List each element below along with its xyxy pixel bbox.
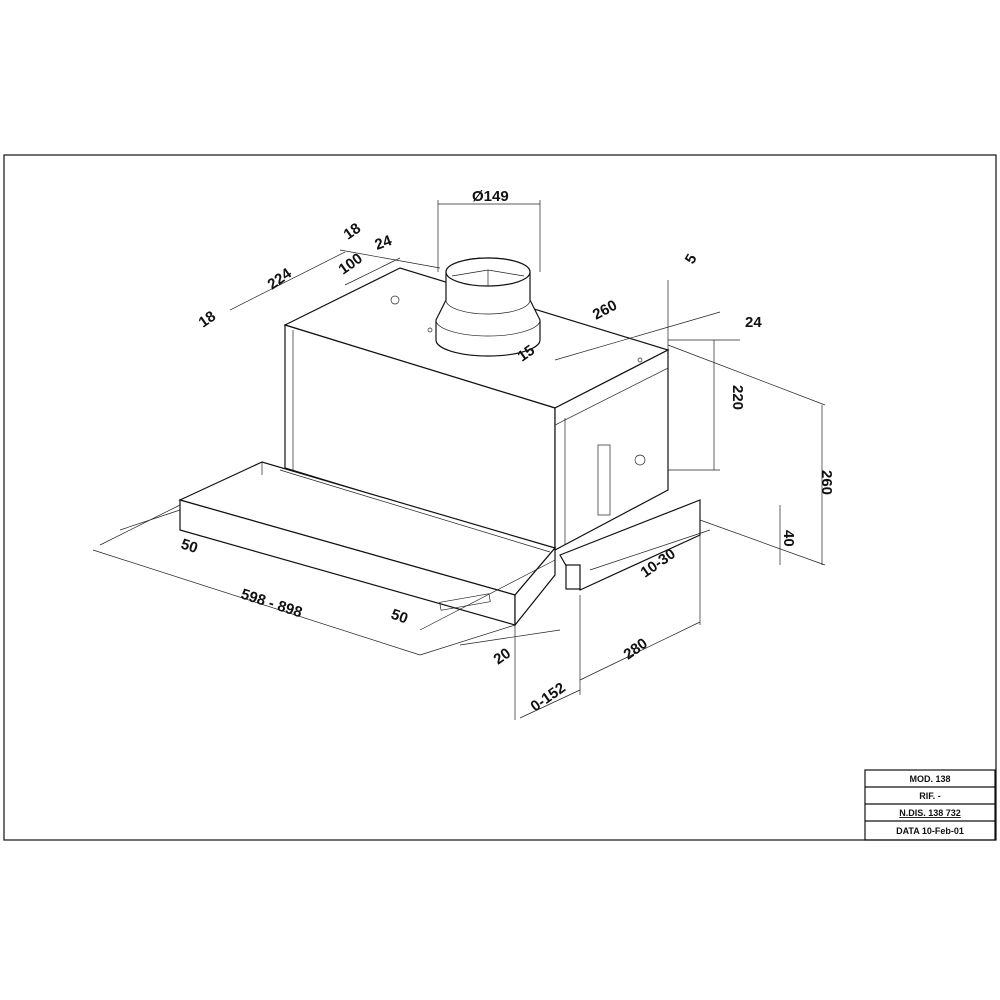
dim-height-260: 260 <box>818 470 835 495</box>
title-date: DATA 10-Feb-01 <box>896 826 964 836</box>
dim-left-50: 50 <box>179 536 200 557</box>
drawing-frame <box>3 154 997 841</box>
dim-depth-280: 280 <box>621 635 651 663</box>
dim-front-50: 50 <box>389 606 410 628</box>
hood-body <box>283 267 670 551</box>
side-face <box>554 349 669 551</box>
dim-offset-15: 15 <box>515 342 538 365</box>
dim-top-18a: 18 <box>341 220 364 243</box>
dim-height-40: 40 <box>780 530 797 547</box>
dim-depth-260: 260 <box>590 297 620 324</box>
dim-right-24: 24 <box>745 314 762 331</box>
dimension-lines <box>92 200 826 720</box>
dim-right-5: 5 <box>682 251 701 267</box>
dim-top-18b: 18 <box>196 308 219 331</box>
title-model: MOD. 138 <box>909 774 950 784</box>
dim-front-20: 20 <box>491 645 514 668</box>
title-block: MOD. 138 RIF. - N.DIS. 138 732 DATA 10-F… <box>864 769 996 841</box>
dim-top-24: 24 <box>373 232 395 254</box>
dim-duct-diameter: Ø149 <box>472 188 509 205</box>
dim-travel-0-152: 0-152 <box>528 679 569 715</box>
dim-top-224: 224 <box>265 265 296 294</box>
slide-out-drawer <box>178 461 701 627</box>
dim-width-598-898: 598 - 898 <box>239 586 305 622</box>
title-ref: RIF. - <box>919 791 941 801</box>
dim-height-220: 220 <box>729 385 746 410</box>
title-drawing-no: N.DIS. 138 732 <box>899 808 961 818</box>
duct <box>435 257 541 357</box>
